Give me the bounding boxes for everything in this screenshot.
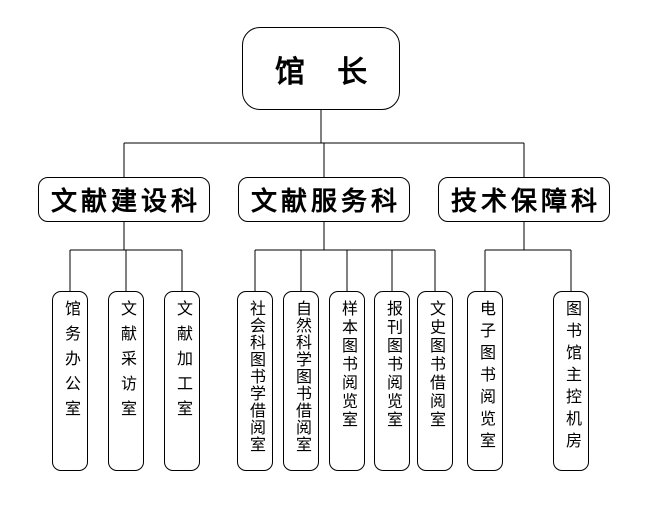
org-node-dept-service: 文献服务科 [238,177,410,222]
org-node-label: 电子图书阅览室 [477,300,494,454]
org-node-ebook-room: 电子图书阅览室 [467,291,503,471]
org-node-label: 文献采访室 [118,300,135,425]
org-node-dept-construction: 文献建设科 [38,177,210,222]
org-node-dept-technical: 技术保障科 [438,177,610,222]
org-node-director: 馆 长 [242,27,400,110]
org-node-office: 馆务办公室 [52,291,88,471]
org-node-label: 馆务办公室 [62,300,79,425]
org-node-label: 文史图书借阅室 [427,300,444,430]
org-node-label: 文献加工室 [174,300,191,425]
org-node-sample-books-room: 样本图书阅览室 [329,291,365,471]
org-node-label: 文献建设科 [50,186,201,216]
org-node-control-room: 图书馆主控机房 [553,291,589,471]
org-node-label: 自然科学图书借阅室 [293,300,310,453]
org-node-label: 文献服务科 [250,186,401,216]
org-node-label: 图书馆主控机房 [563,300,580,454]
org-node-social-science-room: 社会科图书学借阅室 [237,291,273,471]
org-node-label: 社会科图书学借阅室 [247,300,264,453]
org-node-history-room: 文史图书借阅室 [417,291,453,471]
org-node-periodicals-room: 报刊图书阅览室 [374,291,410,471]
org-node-label: 报刊图书阅览室 [384,300,401,430]
org-node-natural-science-room: 自然科学图书借阅室 [283,291,319,471]
org-node-label: 馆 长 [274,55,380,89]
org-node-label: 样本图书阅览室 [339,300,356,430]
org-node-acquisition: 文献采访室 [108,291,144,471]
org-node-label: 技术保障科 [450,186,601,216]
org-node-processing: 文献加工室 [164,291,200,471]
